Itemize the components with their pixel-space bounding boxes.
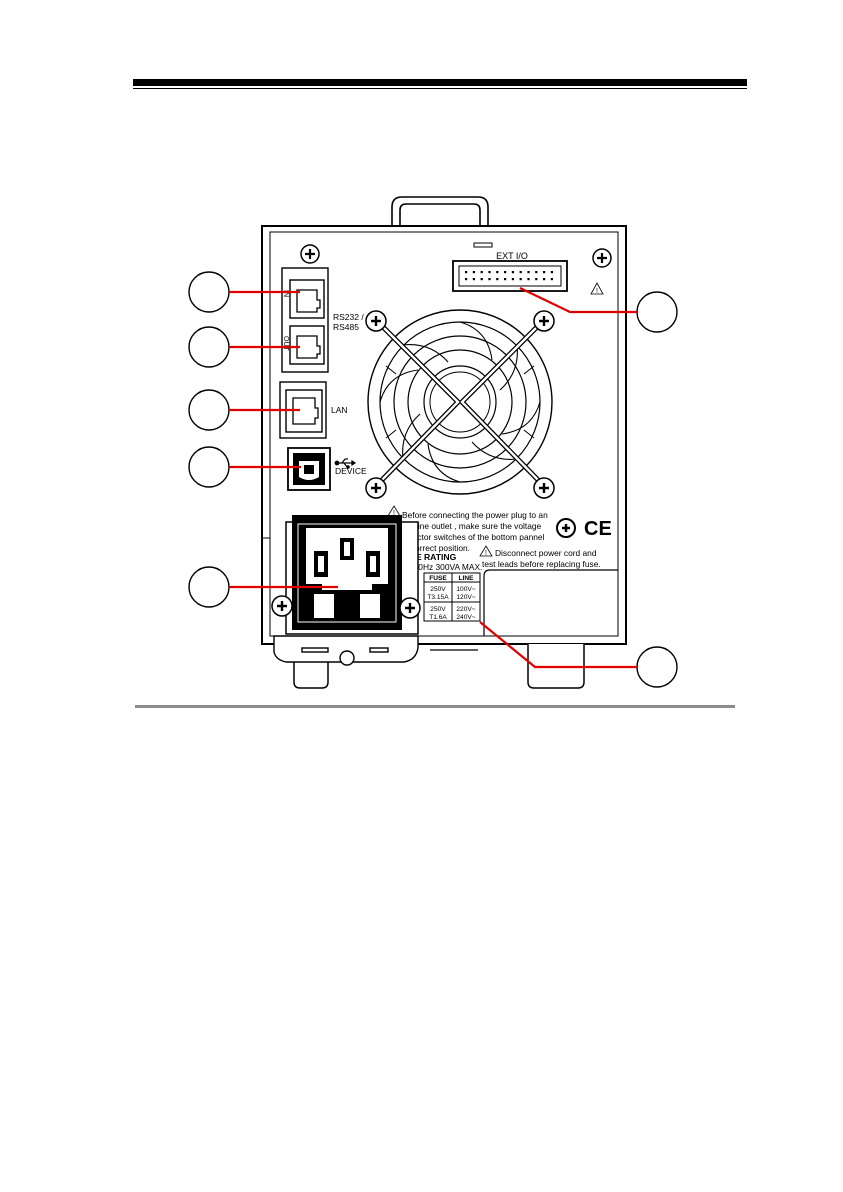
fuse-table <box>423 572 481 622</box>
line-rating-title: LINE RATING <box>402 552 457 562</box>
screw-icon <box>533 310 555 332</box>
fuse-cell: T3.15A <box>427 594 449 601</box>
fuse-table-text: FUSE LINE 250V T3.15A 100V~ 120V~ 250V T… <box>427 575 475 621</box>
ext-io-pin <box>519 278 522 281</box>
fuse-cell: 250V <box>430 606 446 613</box>
warning-line: in correct position. <box>402 543 470 553</box>
lan-label: LAN <box>331 405 348 415</box>
rs485-label: RS485 <box>333 322 359 332</box>
line-cell: 100V~ <box>456 586 475 593</box>
disconnect-line: test leads before replacing fuse. <box>482 559 601 569</box>
figure-bottom-rule <box>135 705 735 708</box>
ext-io-connector: EXT I/O <box>452 242 568 292</box>
callout-circle-6 <box>636 291 678 333</box>
line-cell: 120V~ <box>456 594 475 601</box>
cord-clamp <box>273 635 419 666</box>
ext-io-pin <box>496 278 499 281</box>
ext-io-pin <box>535 278 538 281</box>
label-plate <box>483 569 618 636</box>
ext-io-pin <box>488 271 491 274</box>
warning-line: AC line outlet , make sure the voltage <box>402 521 542 531</box>
callout-markers <box>188 271 678 688</box>
certification-icon <box>556 518 576 538</box>
ext-io-label: EXT I/O <box>496 251 528 261</box>
ext-io-pin <box>550 278 553 281</box>
ext-io-pin <box>527 271 530 274</box>
screw-icon <box>365 477 387 499</box>
fuse-cell: T1.6A <box>429 614 447 621</box>
ext-io-pin <box>465 278 468 281</box>
ext-io-pin <box>543 278 546 281</box>
ext-io-pin <box>535 271 538 274</box>
ext-io-pin <box>496 271 499 274</box>
in-label: IN <box>282 290 289 297</box>
warning-icon: ! <box>590 282 604 295</box>
usb-device-port: DEVICE <box>287 447 367 491</box>
ext-io-pin <box>543 271 546 274</box>
warning-line: Before connecting the power plug to an <box>402 510 548 520</box>
disconnect-line: Disconnect power cord and <box>495 548 597 558</box>
screw-icon <box>300 244 320 264</box>
svg-text:!: ! <box>596 288 598 295</box>
ext-io-pin <box>550 271 553 274</box>
screw-icon <box>271 595 293 617</box>
line-cell: 240V~ <box>456 614 475 621</box>
line-rating-spec: 50/60Hz 300VA MAX. <box>402 562 482 572</box>
line-cell: 220V~ <box>456 606 475 613</box>
ext-io-pin <box>519 271 522 274</box>
ext-io-pin <box>504 278 507 281</box>
line-header: LINE <box>458 575 474 582</box>
power-warning-text: Before connecting the power plug to an A… <box>402 510 548 572</box>
callout-circle-4 <box>188 446 230 488</box>
ext-io-pin <box>511 271 514 274</box>
ext-io-pin <box>480 278 483 281</box>
ce-mark: CE <box>584 518 612 540</box>
usb-icon <box>334 458 357 469</box>
screw-icon <box>365 310 387 332</box>
screw-icon <box>399 597 421 619</box>
ext-io-pin <box>527 278 530 281</box>
callout-circle-3 <box>188 389 230 431</box>
ext-io-pin <box>465 271 468 274</box>
fuse-cell: 250V <box>430 586 446 593</box>
ext-io-pin <box>504 271 507 274</box>
fan-guard-inner <box>376 320 544 486</box>
device-label: DEVICE <box>335 466 367 476</box>
svg-text:!: ! <box>393 510 395 517</box>
warning-icon: ! <box>479 545 493 557</box>
out-label: OUT <box>282 336 289 352</box>
callout-circle-7 <box>636 646 678 688</box>
chassis <box>261 225 627 645</box>
callout-circle-2 <box>188 326 230 368</box>
ext-io-pin <box>472 278 475 281</box>
callout-leader-lines <box>229 287 637 669</box>
carry-handle <box>391 196 489 226</box>
ext-io-pin <box>472 271 475 274</box>
ac-power-inlet <box>285 515 419 635</box>
header-rule-thin <box>133 88 747 89</box>
fuse-header: FUSE <box>429 575 447 582</box>
screw-icon <box>592 248 612 268</box>
callout-circle-5 <box>188 566 230 608</box>
ext-io-pin <box>488 278 491 281</box>
rs232-rs485-ports: IN OUT RS232 / RS485 <box>281 267 364 373</box>
rs232-label: RS232 / <box>333 312 364 322</box>
ext-io-pin <box>511 278 514 281</box>
screw-icon <box>533 477 555 499</box>
warning-line: selector switches of the bottom pannel <box>402 532 545 542</box>
svg-text:!: ! <box>485 550 487 557</box>
header-rule-thick <box>133 79 747 86</box>
ext-io-pin <box>480 271 483 274</box>
callout-circle-1 <box>188 271 230 313</box>
